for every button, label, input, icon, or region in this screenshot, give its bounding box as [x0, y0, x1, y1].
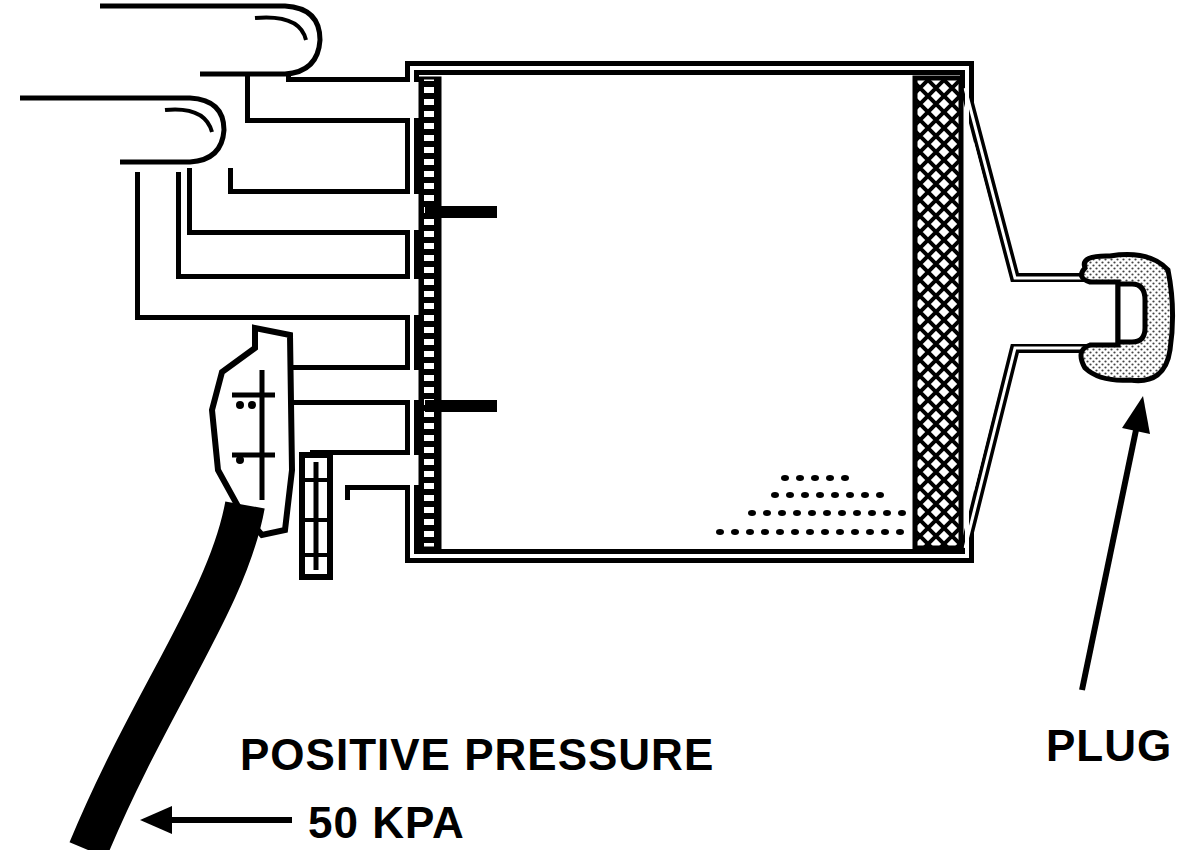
fingers: [20, 6, 320, 162]
pressure-hose: [88, 505, 245, 850]
inlet-filter: [420, 78, 440, 548]
inner-tube: [425, 400, 497, 412]
label-text: 50 KPA: [308, 801, 465, 845]
label-text: POSITIVE PRESSURE: [240, 733, 714, 777]
outlet-filter: [915, 78, 961, 548]
leader-arrows: [140, 396, 1150, 834]
fitting: [302, 455, 330, 577]
inner-tube: [425, 206, 497, 218]
label-text: PLUG: [1046, 724, 1172, 768]
plug: [1081, 255, 1173, 381]
charcoal-pellets: [716, 475, 906, 535]
outlet-interior: [962, 96, 1132, 540]
purge-valve: [212, 328, 292, 535]
